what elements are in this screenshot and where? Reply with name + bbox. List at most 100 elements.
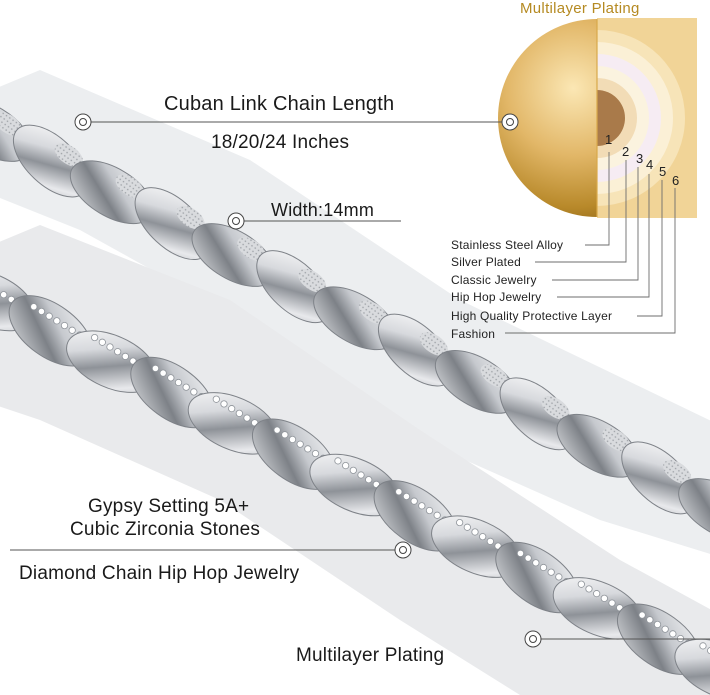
zirconia-stone — [98, 338, 106, 346]
zirconia-stone — [91, 333, 99, 342]
layer-number-1: 1 — [605, 132, 613, 147]
zirconia-stone — [418, 502, 426, 510]
zirconia-stone — [159, 369, 167, 377]
zirconia-stone — [638, 611, 646, 619]
link-texture — [115, 174, 144, 199]
zirconia-stone — [479, 533, 487, 541]
zirconia-stone — [190, 388, 198, 396]
chain-length-value: 18/20/24 Inches — [211, 132, 350, 153]
zirconia-stone — [661, 625, 669, 633]
zirconia-stone — [402, 492, 411, 501]
zirconia-stone — [669, 630, 677, 638]
layer-label-5: High Quality Protective Layer — [451, 309, 613, 323]
zirconia-stone — [182, 383, 190, 391]
zirconia-stone — [395, 488, 403, 496]
zirconia-stone — [699, 642, 707, 650]
zirconia-stone — [608, 599, 616, 607]
zirconia-stone — [532, 559, 540, 567]
setting-line-1: Gypsy Setting 5A+ — [88, 496, 250, 517]
layer-leader-lines — [505, 152, 676, 334]
zirconia-stone — [486, 537, 494, 545]
zirconia-stone — [106, 343, 114, 351]
zirconia-stone — [349, 466, 357, 474]
link-texture — [237, 237, 266, 261]
layer-label-2: Silver Plated — [451, 255, 521, 269]
zirconia-stone — [357, 471, 365, 479]
zirconia-stone — [212, 395, 220, 403]
zirconia-stone — [456, 518, 464, 527]
zirconia-stone — [516, 549, 525, 557]
zirconia-stone — [114, 348, 122, 356]
zirconia-stone — [342, 461, 350, 470]
link-texture — [176, 205, 205, 230]
zirconia-stone — [53, 317, 61, 325]
plain-cuban-chain — [0, 70, 710, 554]
zirconia-stone — [68, 326, 76, 334]
zirconia-stone — [425, 506, 434, 515]
zirconia-stone — [577, 580, 585, 588]
iced-link — [674, 638, 710, 695]
zirconia-stone — [273, 426, 281, 434]
layer-label-4: Hip Hop Jewelry — [451, 290, 542, 304]
zirconia-stone — [281, 431, 289, 439]
zirconia-stone — [296, 440, 304, 448]
zirconia-stone — [151, 364, 160, 372]
zirconia-stone — [524, 554, 532, 562]
zirconia-stone — [45, 312, 53, 320]
link-texture — [358, 300, 388, 325]
layer-number-2: 2 — [622, 144, 630, 159]
layer-label-1: Stainless Steel Alloy — [451, 238, 564, 252]
zirconia-stone — [555, 573, 563, 581]
zirconia-stone — [410, 497, 418, 505]
zirconia-stone — [311, 449, 320, 458]
layer-label-6: Fashion — [451, 327, 496, 341]
link-texture — [602, 428, 631, 452]
layer-number-3: 3 — [636, 151, 644, 166]
link-texture — [54, 143, 83, 167]
chain-width-label: Width:14mm — [271, 200, 375, 220]
zirconia-stone — [433, 511, 441, 519]
callout-lines — [10, 121, 710, 640]
zirconia-stone — [593, 590, 601, 598]
link-texture — [419, 332, 448, 356]
plating-sphere — [498, 18, 697, 218]
sphere-title: Multilayer Plating — [520, 0, 640, 17]
zirconia-stone — [653, 620, 662, 629]
zirconia-stone — [121, 352, 129, 360]
zirconia-stone — [707, 647, 710, 655]
layer-number-4: 4 — [646, 157, 654, 172]
zirconia-stone — [585, 585, 593, 593]
zirconia-stone — [30, 303, 38, 311]
zirconia-stone — [600, 594, 608, 602]
zirconia-stone — [220, 400, 228, 408]
link-texture — [0, 112, 23, 136]
zirconia-stone — [334, 457, 342, 465]
chain-length-label: Cuban Link Chain Length — [164, 93, 395, 115]
iced-cuban-chain — [0, 225, 710, 695]
zirconia-stone — [37, 307, 46, 316]
layer-number-5: 5 — [659, 164, 667, 179]
zirconia-stone — [243, 414, 251, 422]
zirconia-stone — [365, 476, 373, 484]
link-texture — [298, 268, 327, 293]
style-label: Diamond Chain Hip Hop Jewelry — [19, 563, 300, 584]
callout-markers — [74, 113, 542, 648]
zirconia-stone — [0, 291, 8, 299]
zirconia-stone — [235, 409, 243, 417]
zirconia-stone — [463, 523, 471, 531]
zirconia-stone — [174, 378, 183, 387]
zirconia-stone — [304, 445, 312, 453]
link-texture — [480, 364, 509, 388]
zirconia-stone — [547, 568, 555, 576]
plating-label: Multilayer Plating — [296, 645, 445, 666]
layer-number-6: 6 — [672, 173, 680, 188]
chain-link — [678, 478, 710, 542]
zirconia-stone — [539, 563, 548, 572]
zirconia-stone — [167, 374, 175, 382]
zirconia-stone — [288, 435, 297, 444]
zirconia-stone — [60, 321, 69, 330]
link-texture — [541, 396, 570, 420]
zirconia-stone — [228, 405, 236, 413]
zirconia-stone — [646, 616, 654, 624]
